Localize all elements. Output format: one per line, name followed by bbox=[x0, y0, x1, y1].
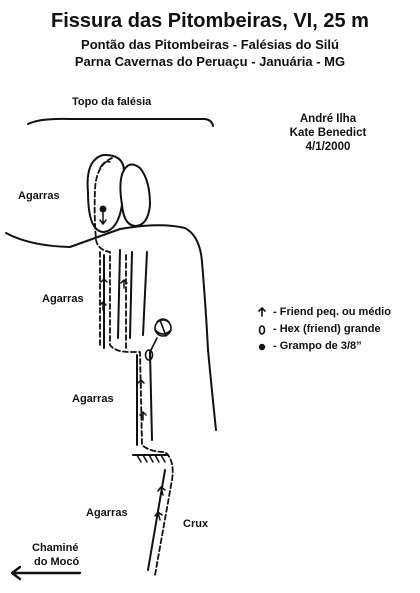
boulder-outline bbox=[86, 153, 151, 233]
legend-hex-icon bbox=[258, 325, 266, 335]
subtitle-park: Parna Cavernas do Peruaçu - Januária - M… bbox=[74, 54, 346, 69]
legend-friend-small: - Friend peq. ou médio bbox=[273, 306, 391, 318]
route-line bbox=[93, 157, 174, 576]
author-name-1: André Ilha bbox=[299, 113, 357, 125]
legend-bolt: - Grampo de 3/8” bbox=[273, 340, 362, 352]
fissure-wall bbox=[149, 351, 153, 441]
label-holds: Agarras bbox=[42, 293, 84, 305]
label-exit-line2: do Mocó bbox=[34, 556, 80, 568]
first-ascent-date: 4/1/2000 bbox=[305, 141, 351, 153]
crux-crack bbox=[147, 469, 166, 571]
tree-feature bbox=[144, 318, 172, 361]
crack-line bbox=[142, 251, 148, 336]
route-line bbox=[99, 251, 127, 349]
cliff-top-line bbox=[27, 117, 214, 127]
legend-friend-icon bbox=[258, 307, 266, 317]
bolt-marker bbox=[99, 205, 107, 213]
label-holds: Agarras bbox=[72, 393, 114, 405]
bolt-arrow bbox=[99, 212, 107, 225]
crack-line bbox=[129, 251, 133, 339]
legend-hex-large: - Hex (friend) grande bbox=[273, 323, 381, 335]
label-crux: Crux bbox=[183, 518, 209, 530]
page-title: Fissura das Pitombeiras, VI, 25 m bbox=[51, 10, 369, 32]
label-exit-line1: Chaminé bbox=[32, 542, 79, 554]
crack-line bbox=[117, 249, 121, 339]
author-name-2: Kate Benedict bbox=[289, 127, 367, 139]
label-cliff-top: Topo da falésia bbox=[72, 96, 152, 108]
exit-arrow bbox=[10, 565, 82, 581]
friend-markers bbox=[99, 278, 166, 521]
label-holds: Agarras bbox=[18, 190, 60, 202]
subtitle-location: Pontão das Pitombeiras - Falésias do Sil… bbox=[81, 37, 339, 52]
boulder-divide bbox=[119, 169, 125, 206]
label-holds: Agarras bbox=[86, 507, 128, 519]
rock-outline bbox=[5, 224, 217, 431]
ledge-hatching bbox=[136, 454, 166, 463]
legend-bolt-icon bbox=[258, 343, 266, 351]
